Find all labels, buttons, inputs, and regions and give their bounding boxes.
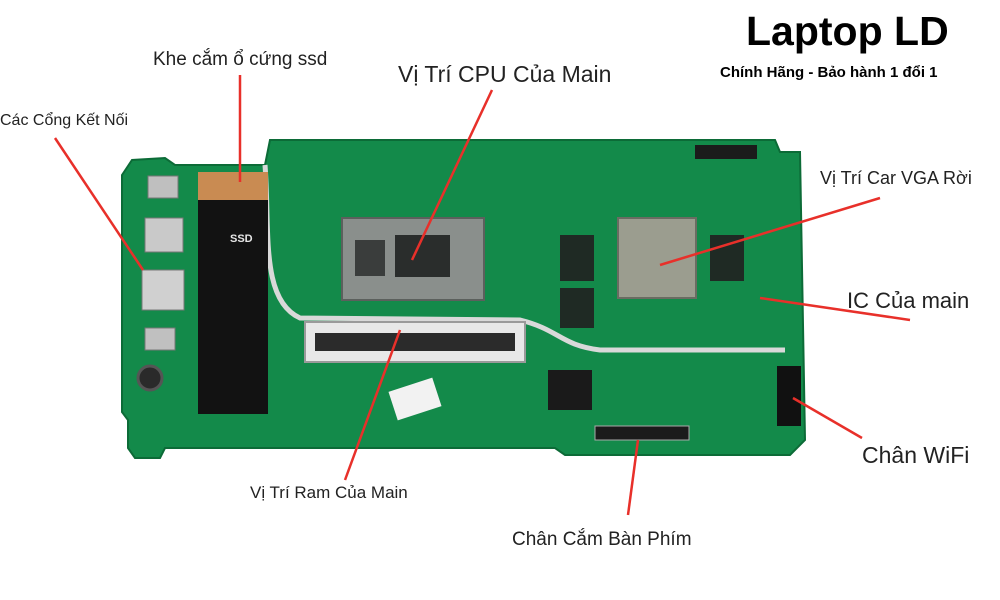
vram-2 (560, 288, 594, 328)
leader-cpu (410, 89, 494, 261)
label-cpu: Vị Trí CPU Của Main (398, 61, 612, 87)
leader-ports (53, 137, 145, 271)
keyboard-connector (594, 425, 690, 441)
leader-lines (53, 75, 911, 516)
label-vga: Vị Trí Car VGA Rời (820, 168, 972, 188)
port-hdmi (144, 217, 184, 253)
ssd-mark: SSD (230, 233, 253, 245)
label-ssd-slot: Khe cắm ổ cứng ssd (153, 49, 328, 70)
label-ic: IC Của main (847, 288, 970, 313)
wifi-slot (777, 366, 801, 426)
cpu-die-main (395, 235, 450, 277)
vram-1 (560, 235, 594, 281)
main-ic (548, 370, 592, 410)
ram-sticker (388, 377, 442, 421)
ram-slot-channel (315, 333, 515, 351)
leader-ram (343, 329, 402, 481)
label-ports: Các Cổng Kết Nối (0, 112, 129, 129)
leader-keyboard (626, 439, 640, 516)
label-wifi: Chân WiFi (862, 442, 970, 468)
leader-vga (659, 196, 881, 267)
ssd-shield (198, 200, 268, 414)
port-audio (147, 175, 179, 199)
label-keyboard: Chân Cắm Bàn Phím (512, 529, 692, 550)
label-ram: Vị Trí Ram Của Main (250, 483, 408, 502)
cpu-die-small (355, 240, 385, 276)
brand-title: Laptop LD (746, 8, 949, 54)
port-usb-c (144, 327, 176, 351)
port-usb-a (141, 269, 185, 311)
brand-subtitle: Chính Hãng - Bảo hành 1 đổi 1 (720, 64, 938, 81)
leader-ic (759, 296, 911, 322)
port-jack (136, 364, 164, 392)
leader-wifi (792, 396, 863, 440)
vram-3 (710, 235, 744, 281)
ssd-copper-pad (198, 172, 268, 202)
top-connector (695, 145, 757, 159)
